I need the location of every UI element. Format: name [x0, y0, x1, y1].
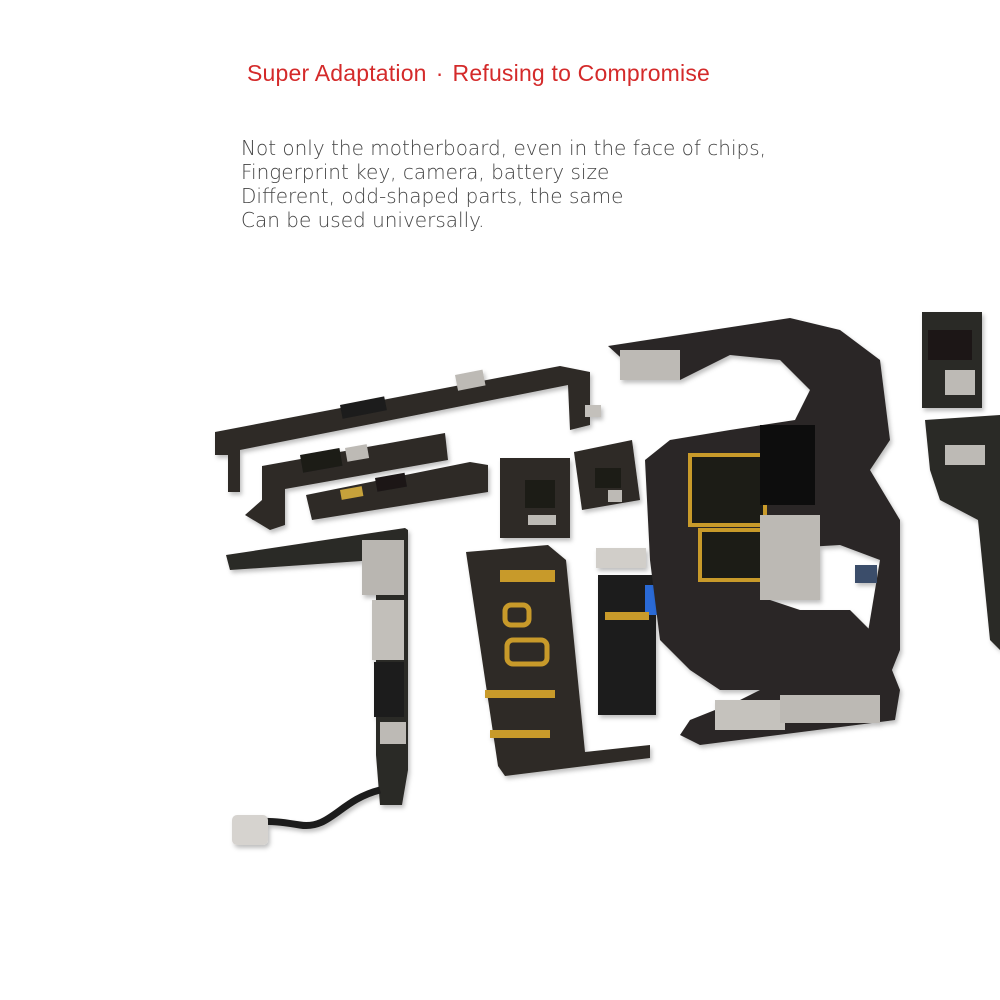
macbook-board — [608, 318, 900, 745]
headline: Super Adaptation · Refusing to Compromise — [247, 60, 710, 87]
logic-board-3 — [306, 462, 488, 520]
headline-part-2: Refusing to Compromise — [452, 60, 711, 86]
description-line-3: Different, odd-shaped parts, the same — [241, 184, 624, 208]
logic-board-small-a — [500, 458, 570, 538]
logic-board-small-b — [574, 440, 640, 510]
ipad-board-gold — [466, 545, 650, 776]
right-board-bottom — [925, 415, 1000, 650]
flex-board — [596, 548, 661, 715]
description-line-4: Can be used universally. — [241, 208, 485, 232]
logic-board-long — [215, 366, 601, 492]
logic-board-2 — [245, 433, 448, 530]
right-board-top — [922, 312, 982, 408]
description-line-1: Not only the motherboard, even in the fa… — [241, 136, 767, 160]
headline-separator: · — [435, 60, 444, 86]
description-line-2: Fingerprint key, camera, battery size — [241, 160, 610, 184]
headline-part-1: Super Adaptation — [247, 60, 427, 86]
ipad-board-tall — [226, 528, 408, 845]
description: Not only the motherboard, even in the fa… — [241, 136, 766, 232]
